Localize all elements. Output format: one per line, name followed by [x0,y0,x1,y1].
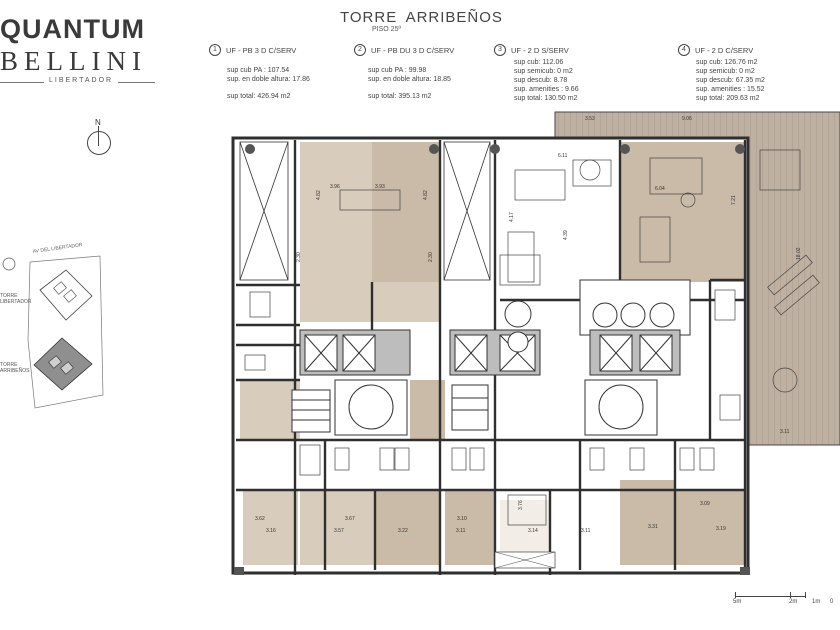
unit-header: UF - PB DU 3 D C/SERV [371,45,455,55]
dim-label: 7.21 [731,195,737,205]
dim-label: 3.11 [581,528,591,534]
dim-label: 3.57 [334,528,344,534]
logo-bellini: BELLINI [0,46,147,76]
unit-line: sup semicub: 0 m2 [696,68,755,75]
elevator-core-right [579,279,691,436]
logo-libertador: LIBERTADOR [44,77,119,84]
unit-header: UF - 2 D S/SERV [511,45,569,55]
unit-line: sup. amenities : 15.52 [696,86,765,93]
dim-label: 6.04 [655,186,665,192]
unit-2-bedroom [375,490,440,565]
north-label: N [95,118,101,127]
unit-2-living [372,142,440,282]
structural-columns [234,144,750,575]
unit-line: sup semicub: 0 m2 [514,68,573,75]
dim-label: 3.31 [648,524,658,530]
dim-label: 3.22 [398,528,408,534]
dim-label: 18.02 [796,247,802,260]
dim-label: 9.06 [682,116,692,122]
unit-line: sup. en doble altura: 17.86 [227,76,310,83]
dim-label: 3.53 [585,116,595,122]
dimension-labels: 3.96 3.93 4.82 4.82 2.30 2.30 3.53 9.06 … [255,116,802,534]
unit-4-bedroom [675,490,745,565]
page-title: TORRE ARRIBEÑOS [340,9,503,26]
unit-line: sup total: 209.63 m2 [696,95,760,102]
amenities-circles [504,300,532,353]
unit-line: sup. en doble altura: 18.85 [368,76,451,83]
unit-1-living [300,142,372,282]
unit-number-1: 1 [209,44,221,56]
bathroom-fixtures [244,254,741,476]
unit-total: sup total: 426.94 m2 [227,93,291,100]
site-boundary [27,255,104,409]
dim-label: 4.17 [509,212,515,222]
dim-label: 2.30 [428,252,434,262]
unit-header: UF - PB 3 D C/SERV [226,45,297,55]
unit-number-4: 4 [678,44,690,56]
dim-label: 3.10 [457,516,467,522]
dim-label: 3.09 [700,501,710,507]
dim-label: 3.11 [780,429,790,435]
scale-label-5m: 5m [733,599,742,605]
scale-label-1m: 1m [812,599,821,605]
dim-label: 4.39 [563,230,569,240]
unit-line: sup. amenities : 9.66 [514,86,579,93]
unit-number-3: 3 [494,44,506,56]
dim-label: 4.82 [423,190,429,200]
logo-quantum: QUANTUM [0,14,145,44]
dim-label: 3.76 [518,500,524,510]
north-arrow-icon [87,131,111,155]
dim-label: 3.11 [456,528,466,534]
north-arrow-line [98,126,99,146]
dim-label: 3.96 [330,184,340,190]
unit-line: sup total: 130.50 m2 [514,95,578,102]
unit-4-living [620,142,745,282]
unit-number-2: 2 [354,44,366,56]
scale-label-0: 0 [830,599,834,605]
scale-label-2m: 2m [789,599,798,605]
unit-line: sup descub: 8.78 [514,77,568,84]
double-height-void-2 [443,141,491,281]
page-subtitle: PISO 25º [372,26,402,33]
site-tower2-label-b: ARRIBEÑOS [0,367,30,374]
dim-label: 3.62 [255,516,265,522]
dim-label: 4.82 [316,190,322,200]
elevator-core-left [291,329,411,436]
elevator-core-center [449,329,541,431]
dim-label: 3.19 [716,526,726,532]
dim-label: 2.30 [296,252,302,262]
unit-block-3: 3 UF - 2 D S/SERV sup cub: 112.06 sup sem… [494,44,579,103]
unit-line: sup cub: 112.06 [514,59,564,66]
dim-label: 6.11 [558,153,568,159]
dim-label: 3.67 [345,516,355,522]
unit-block-2: 2 UF - PB DU 3 D C/SERV sup cub PA : 99.9… [354,44,454,101]
furniture [339,149,820,526]
unit-header: UF - 2 D C/SERV [695,45,754,55]
unit-block-4: 4 UF - 2 D C/SERV sup cub: 126.76 m2 sup … [678,44,765,103]
unit-line: sup cub PA : 99.98 [368,67,427,74]
site-tower1-label-b: LIBERTADOR [0,299,32,305]
unit-1-bedroom [300,490,375,565]
site-tower2-label-a: TORRE [0,362,18,368]
dim-label: 3.93 [375,184,385,190]
tower-arribenos-footprint [33,337,93,391]
scale-bar [735,596,805,597]
tower-libertador-footprint [39,269,93,321]
site-north-icon [2,257,16,271]
double-height-void-1 [239,141,289,281]
unit-line: sup cub PA : 107.54 [227,67,290,74]
dim-label: 3.14 [528,528,538,534]
unit-total: sup total: 395.13 m2 [368,93,432,100]
site-map: AV DEL LIBERTADOR TORRE LIBERTADOR TORRE… [0,242,104,409]
site-tower1-label-a: TORRE [0,293,18,299]
unit-line: sup cub: 126.76 m2 [696,59,758,66]
dim-label: 3.16 [266,528,276,534]
unit-line: sup descub: 67.35 m2 [696,77,765,84]
